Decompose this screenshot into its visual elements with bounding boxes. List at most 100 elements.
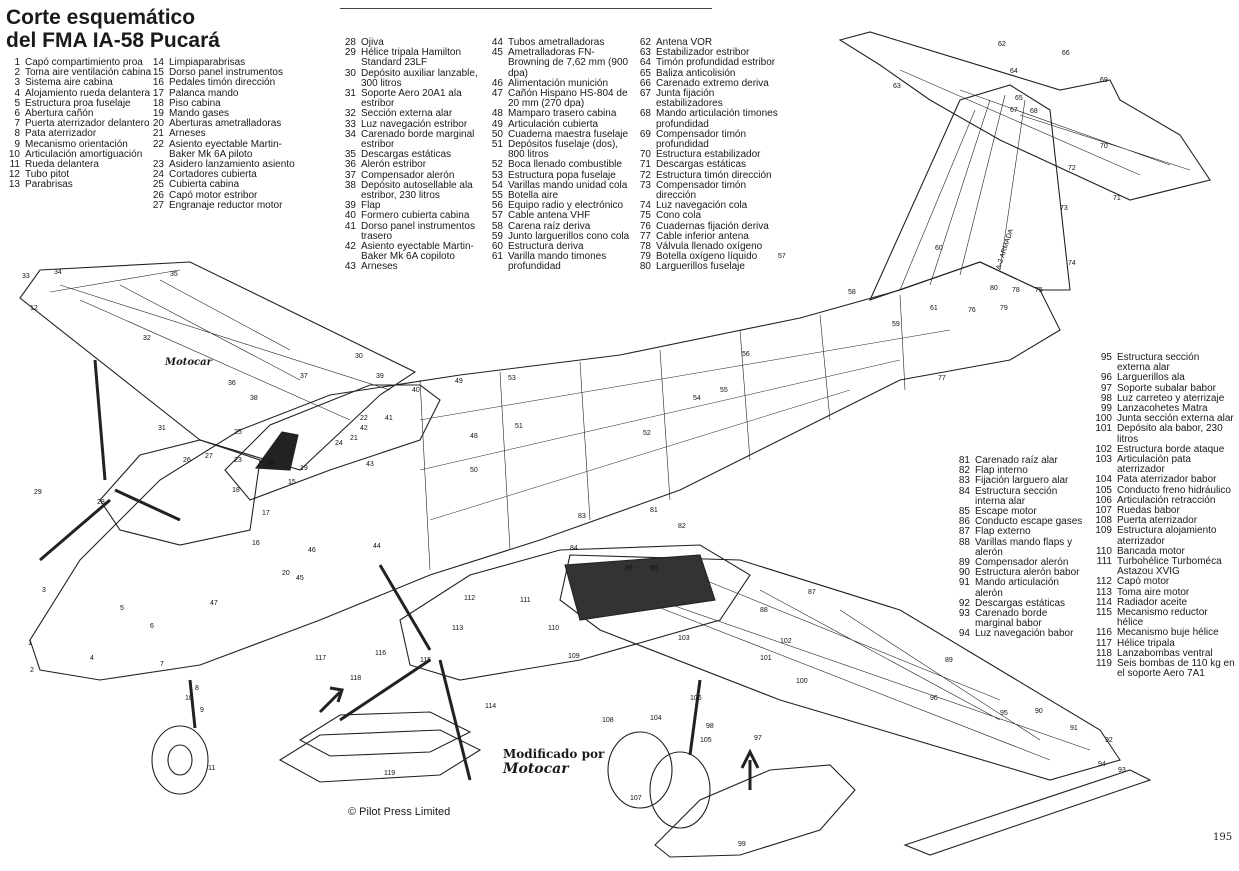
legend-text: Hélice tripala xyxy=(1117,637,1175,649)
legend-text: Articulación amortiguación xyxy=(25,148,143,160)
legend-number: 76 xyxy=(639,220,651,232)
callout-number: 16 xyxy=(252,540,260,547)
legend-number: 59 xyxy=(491,230,503,242)
legend-number: 14 xyxy=(152,57,164,68)
legend-text: Sistema aire cabina xyxy=(25,77,113,89)
callout-number: 36 xyxy=(228,380,236,387)
legend-number: 52 xyxy=(491,159,503,171)
legend-text: Ruedas babor xyxy=(1117,505,1180,517)
legend-text: Boca llenado combustible xyxy=(508,159,622,171)
callout-number: 42 xyxy=(360,425,368,432)
callout-number: 111 xyxy=(520,597,531,604)
nose-wheel xyxy=(151,725,209,795)
legend-number: 71 xyxy=(639,159,651,171)
callout-number: 1 xyxy=(28,640,32,647)
callout-number: 91 xyxy=(1070,725,1078,732)
legend-text: Limpiaparabrisas xyxy=(169,57,246,68)
legend-number: 105 xyxy=(1095,484,1112,496)
legend-text: Cortadores cubierta xyxy=(169,169,257,181)
legend-number: 94 xyxy=(958,628,970,640)
legend-number: 77 xyxy=(639,230,651,242)
legend-text: Puerta aterrizador xyxy=(1117,515,1198,527)
callout-number: 94 xyxy=(1098,761,1106,768)
legend-text: Seis bombas de 110 kg en el soporte Aero… xyxy=(1117,658,1235,680)
legend-number: 50 xyxy=(491,128,503,140)
callout-number: 2 xyxy=(30,667,34,674)
legend-number: 75 xyxy=(639,210,651,222)
legend-text: Cuaderna maestra fuselaje xyxy=(508,128,629,140)
callout-number: 26 xyxy=(183,457,191,464)
legend-text: Abertura cañón xyxy=(25,108,94,120)
callout-number: 75 xyxy=(1035,287,1043,294)
callout-number: 51 xyxy=(515,423,523,430)
callout-number: 65 xyxy=(1015,95,1023,102)
legend-text: Cubierta cabina xyxy=(169,179,240,191)
legend-text: Flap xyxy=(361,200,381,212)
legend-text: Arneses xyxy=(169,128,206,140)
legend-text: Dorso panel instrumentos trasero xyxy=(361,220,475,242)
legend-number: 32 xyxy=(344,108,356,120)
page-number: 195 xyxy=(1213,832,1233,843)
callout-number: 105 xyxy=(700,737,712,744)
modified-by-credit: Modificado por Motocar xyxy=(503,747,604,777)
legend-text: Articulación cubierta xyxy=(508,118,599,130)
main-wheel-1 xyxy=(607,731,673,809)
callout-number: 62 xyxy=(998,41,1006,48)
legend-text: Antena VOR xyxy=(656,37,713,48)
callout-number: 60 xyxy=(935,245,943,252)
legend-number: 116 xyxy=(1096,627,1112,639)
legend-number: 36 xyxy=(344,159,356,171)
callout-number: 17 xyxy=(262,510,270,517)
legend-number: 90 xyxy=(958,567,970,579)
legend-number: 39 xyxy=(344,200,356,212)
legend-number: 28 xyxy=(344,37,356,48)
callout-number: 113 xyxy=(452,625,463,632)
legend-number: 114 xyxy=(1096,596,1112,608)
callout-number: 112 xyxy=(464,595,475,602)
legend-number: 60 xyxy=(491,241,503,253)
callout-number: 6 xyxy=(150,623,154,630)
callout-number: 33 xyxy=(22,273,30,280)
callout-number: 61 xyxy=(930,305,938,312)
legend-text: Aberturas ametralladoras xyxy=(169,118,282,130)
legend-number: 22 xyxy=(152,138,164,150)
legend-text: Asidero lanzamiento asiento xyxy=(169,159,295,171)
legend-text: Bancada motor xyxy=(1117,545,1185,557)
legend-number: 86 xyxy=(958,516,970,528)
legend-text: Depósitos fuselaje (dos), 800 litros xyxy=(508,139,619,161)
callout-number: 74 xyxy=(1068,260,1076,267)
callout-number: 34 xyxy=(54,269,62,276)
legend-text: Luz navegación cola xyxy=(656,200,748,212)
